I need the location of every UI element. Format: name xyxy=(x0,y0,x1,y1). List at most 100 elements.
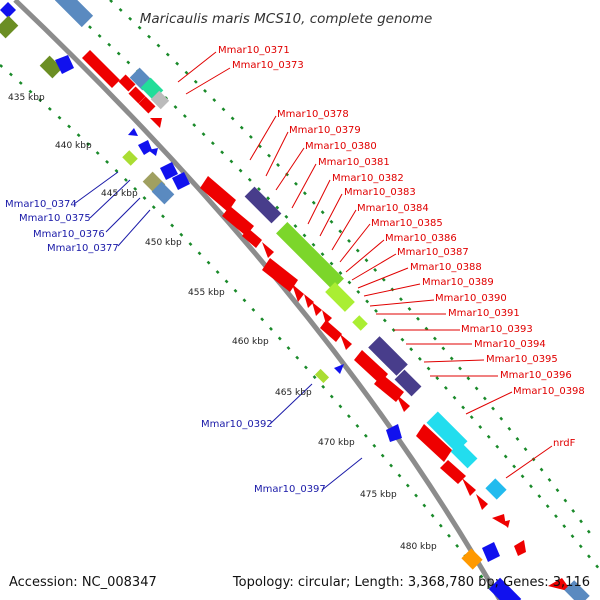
kbp-tick-label: 455 kbp xyxy=(188,288,225,298)
gene-feature xyxy=(138,96,156,114)
gene-label: Mmar10_0376 xyxy=(33,229,105,240)
gene-label: Mmar10_0393 xyxy=(461,324,533,335)
gene-feature xyxy=(55,55,74,74)
gene-feature xyxy=(244,186,282,224)
gene-feature xyxy=(394,369,422,397)
gene-feature xyxy=(160,162,178,180)
gene-label: Mmar10_0374 xyxy=(5,199,77,210)
gene-feature xyxy=(54,0,94,28)
gene-label: Mmar10_0392 xyxy=(201,419,273,430)
gene-feature xyxy=(386,424,402,442)
map-title: Maricaulis maris MCS10, complete genome xyxy=(140,11,433,27)
gene-label: nrdF xyxy=(553,438,576,449)
gene-label: Mmar10_0385 xyxy=(371,218,443,229)
gene-feature xyxy=(276,222,344,290)
gene-label: Mmar10_0382 xyxy=(332,173,404,184)
gene-feature xyxy=(476,494,488,510)
kbp-tick-label: 475 kbp xyxy=(360,490,397,500)
gene-feature xyxy=(0,2,16,18)
gene-feature xyxy=(39,55,63,79)
gene-label: Mmar10_0390 xyxy=(435,293,507,304)
gene-feature xyxy=(128,86,146,104)
gene-feature xyxy=(242,228,262,248)
gene-label: Mmar10_0389 xyxy=(422,277,494,288)
gene-label: Mmar10_0388 xyxy=(410,262,482,273)
gene-feature xyxy=(0,15,19,39)
gene-label: Mmar10_0387 xyxy=(397,247,469,258)
gene-feature xyxy=(151,181,175,205)
gene-label: Mmar10_0396 xyxy=(500,370,572,381)
kbp-ticks: 435 kbp 440 kbp 445 kbp 450 kbp 455 kbp … xyxy=(8,93,437,552)
gene-feature xyxy=(200,176,236,212)
kbp-tick-label: 440 kbp xyxy=(55,141,92,151)
gene-feature xyxy=(514,540,526,556)
gene-feature xyxy=(461,548,483,570)
gene-label: Mmar10_0373 xyxy=(232,60,304,71)
gene-feature xyxy=(462,478,476,496)
gene-label: Mmar10_0380 xyxy=(305,141,377,152)
gene-label: Mmar10_0391 xyxy=(448,308,520,319)
gene-label: Mmar10_0398 xyxy=(513,386,585,397)
gene-label: Mmar10_0371 xyxy=(218,45,290,56)
gene-feature xyxy=(322,310,332,324)
gene-feature xyxy=(320,320,342,342)
gene-feature xyxy=(262,242,274,258)
gene-feature xyxy=(485,478,507,500)
gene-feature xyxy=(292,284,304,302)
gene-feature xyxy=(334,364,344,374)
gene-feature xyxy=(440,460,466,484)
kbp-tick-label: 445 kbp xyxy=(101,189,138,199)
gene-feature xyxy=(352,315,368,331)
gene-feature xyxy=(82,50,120,88)
gene-label: Mmar10_0397 xyxy=(254,484,326,495)
gene-label: Mmar10_0377 xyxy=(47,243,119,254)
gene-feature xyxy=(564,580,590,600)
gene-feature xyxy=(314,368,330,384)
gene-label: Mmar10_0395 xyxy=(486,354,558,365)
kbp-tick-label: 470 kbp xyxy=(318,438,355,448)
outer-dotted-line xyxy=(59,0,600,571)
gene-feature xyxy=(138,140,152,155)
gene-feature xyxy=(488,577,522,600)
topology-text: Topology: circular; Length: 3,368,780 bp… xyxy=(232,575,590,590)
genome-backbone xyxy=(13,0,503,600)
gene-feature xyxy=(450,441,478,469)
gene-feature xyxy=(222,206,254,236)
gene-feature xyxy=(150,90,170,110)
gene-feature xyxy=(354,350,388,384)
gene-label: Mmar10_0386 xyxy=(385,233,457,244)
gene-feature xyxy=(325,282,355,312)
gene-labels-right: Mmar10_0371 Mmar10_0373 Mmar10_0378 Mmar… xyxy=(218,45,585,449)
gene-label: Mmar10_0379 xyxy=(289,125,361,136)
gene-feature xyxy=(426,411,468,453)
gene-label: Mmar10_0378 xyxy=(277,109,349,120)
kbp-tick-label: 435 kbp xyxy=(8,93,45,103)
gene-feature xyxy=(304,294,314,308)
gene-feature xyxy=(312,302,322,316)
kbp-tick-label: 460 kbp xyxy=(232,337,269,347)
gene-feature xyxy=(492,514,506,526)
gene-feature xyxy=(482,542,500,562)
gene-labels-left: Mmar10_0374 Mmar10_0375 Mmar10_0376 Mmar… xyxy=(5,199,326,495)
gene-label: Mmar10_0384 xyxy=(357,203,429,214)
gene-feature xyxy=(150,118,162,128)
kbp-tick-label: 480 kbp xyxy=(400,542,437,552)
leader-lines xyxy=(73,51,553,491)
gene-label: Mmar10_0394 xyxy=(474,339,546,350)
accession-text: Accession: NC_008347 xyxy=(9,575,157,590)
gene-feature xyxy=(118,74,136,92)
gene-feature xyxy=(416,424,452,462)
gene-feature xyxy=(128,128,138,136)
gene-feature xyxy=(502,520,510,528)
gene-label: Mmar10_0383 xyxy=(344,187,416,198)
gene-feature xyxy=(340,334,352,350)
gene-feature xyxy=(262,258,298,292)
gene-feature xyxy=(396,394,410,412)
gene-feature xyxy=(368,336,408,376)
gene-feature xyxy=(122,150,138,166)
gene-label: Mmar10_0375 xyxy=(19,213,91,224)
kbp-tick-label: 450 kbp xyxy=(145,238,182,248)
